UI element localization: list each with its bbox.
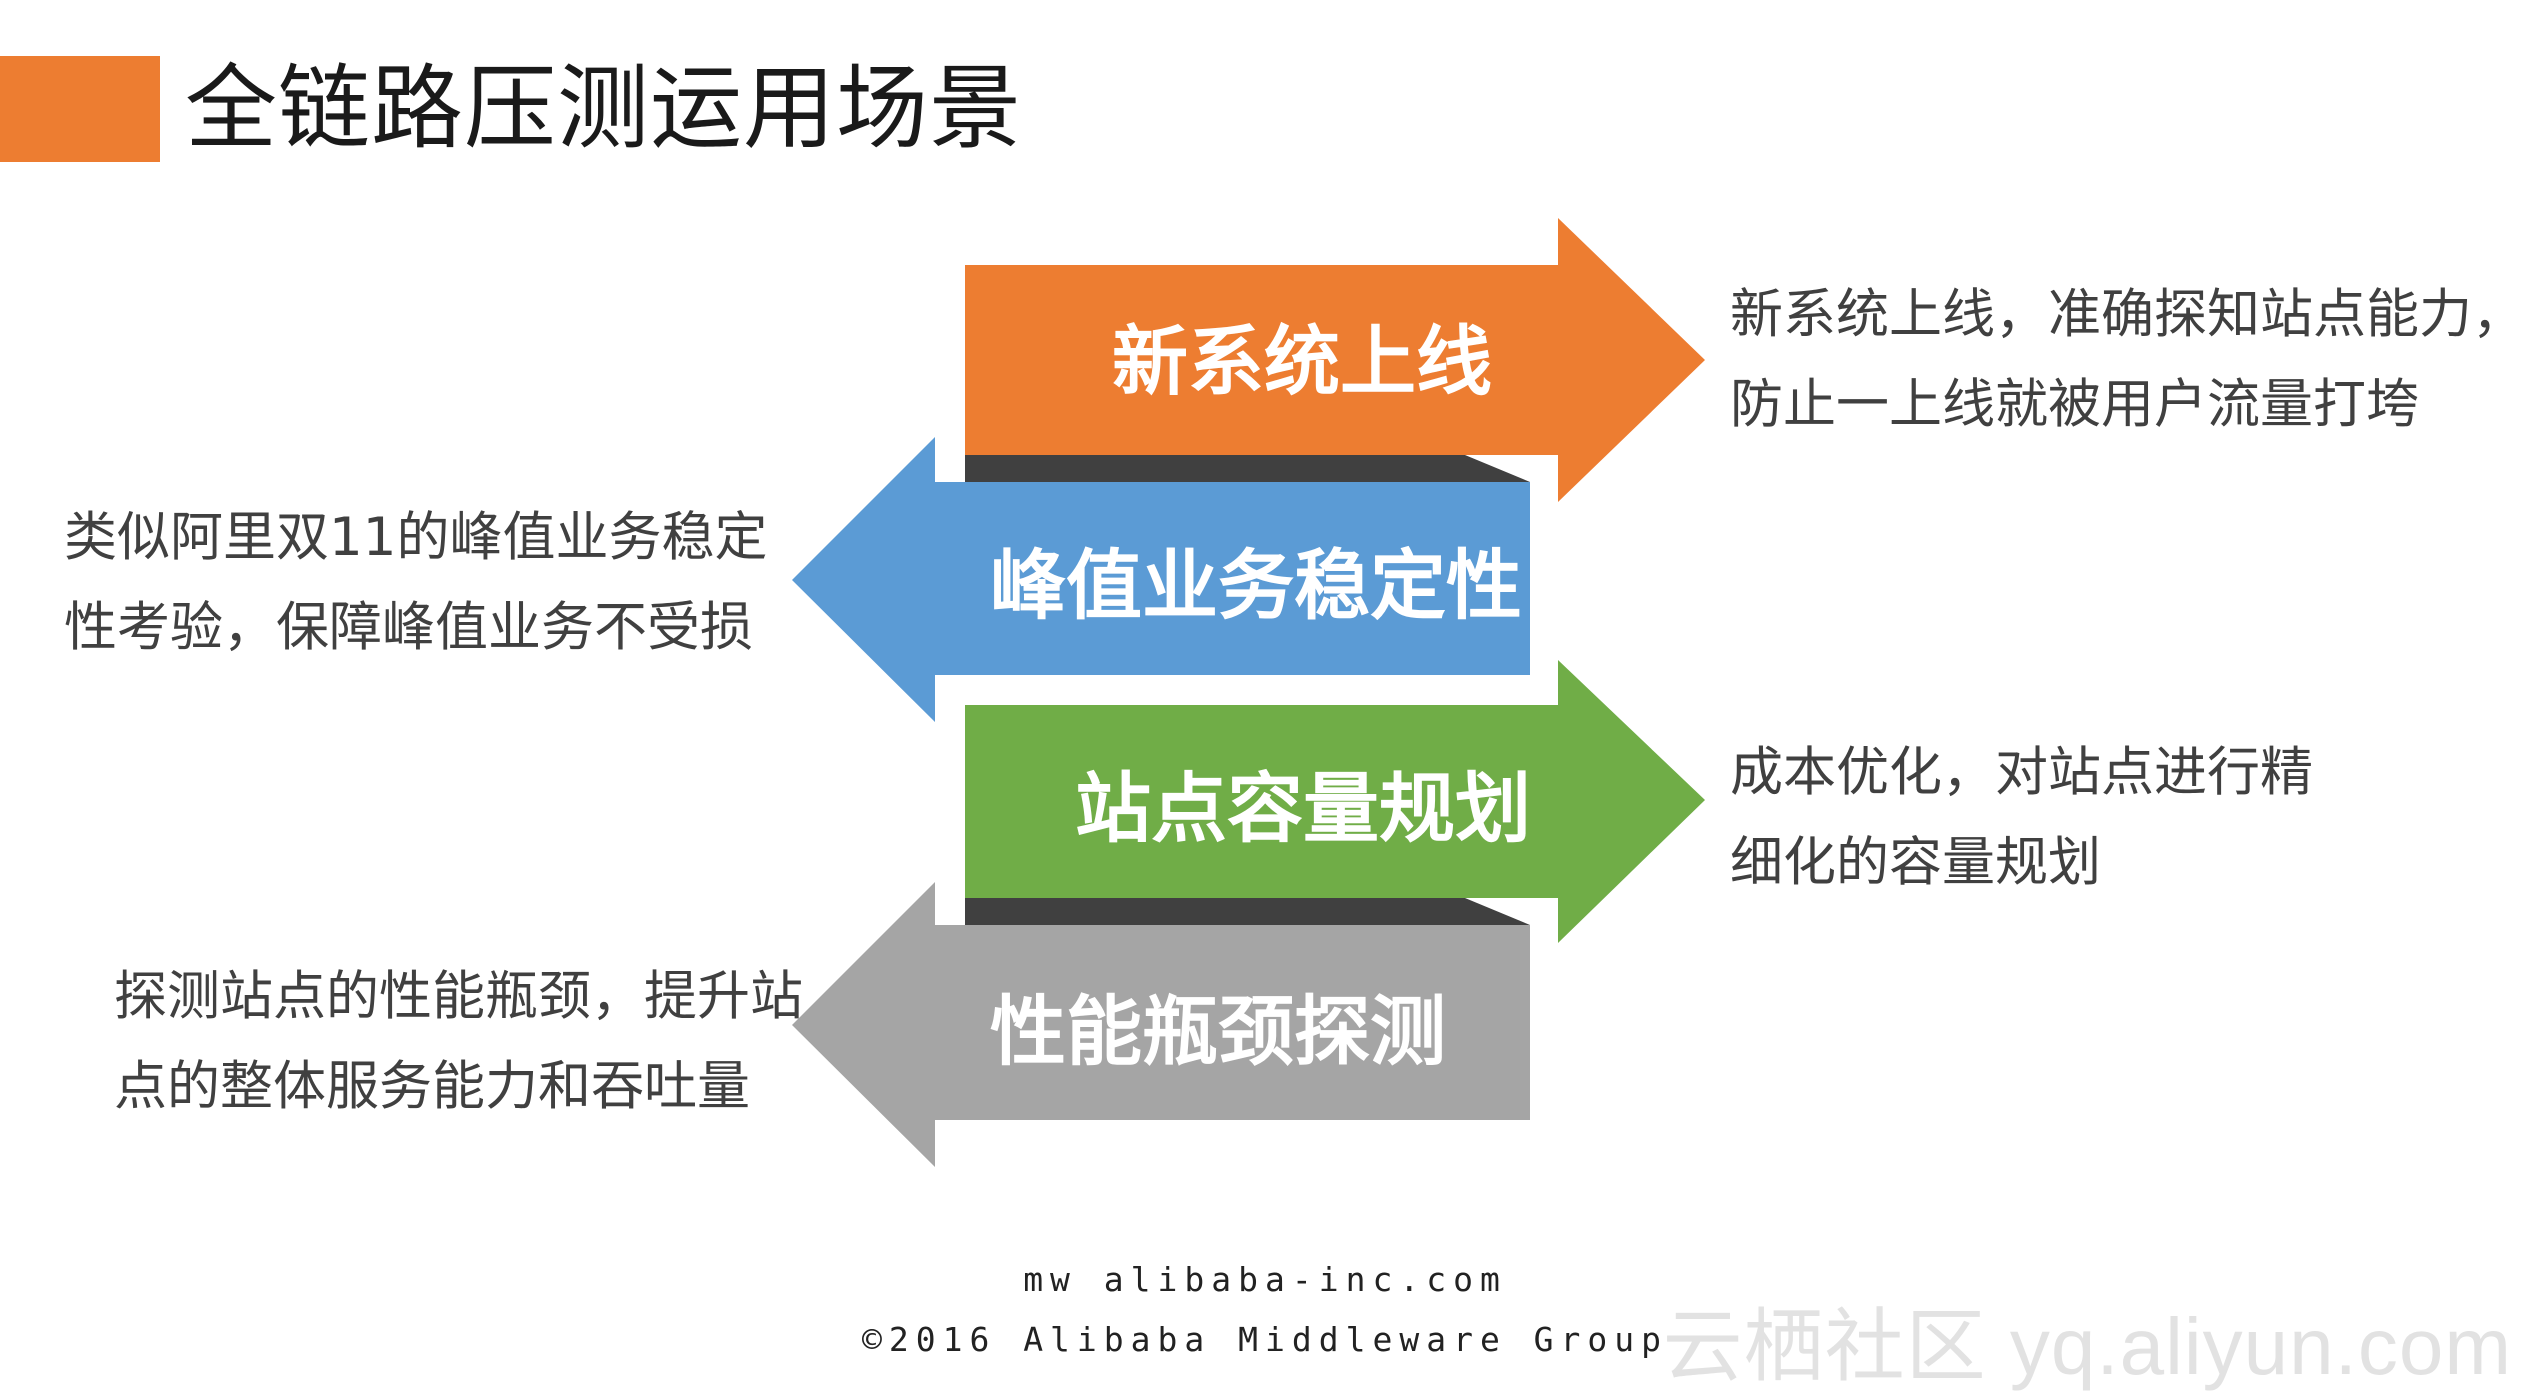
- fold-shadow-1: [965, 455, 1530, 482]
- title-accent-bar: [0, 56, 160, 162]
- desc-line: 成本优化，对站点进行精: [1730, 742, 2313, 803]
- watermark: 云栖社区 yq.aliyun.com: [1662, 1302, 2512, 1391]
- desc-line: 类似阿里双11的峰值业务稳定: [64, 507, 768, 568]
- arrow-peak-stability: [792, 437, 1530, 722]
- desc-line: 新系统上线，准确探知站点能力，: [1730, 284, 2525, 345]
- fold-shadow-2: [965, 898, 1530, 925]
- footer-copyright: ©2016 Alibaba Middleware Group: [861, 1320, 1669, 1359]
- desc-line: 点的整体服务能力和吞吐量: [114, 1056, 750, 1117]
- desc-line: 性考验，保障峰值业务不受损: [64, 597, 753, 658]
- arrow-label-bottleneck-detection: 性能瓶颈探测: [990, 987, 1446, 1076]
- desc-capacity-planning: 成本优化，对站点进行精 细化的容量规划: [1730, 728, 2313, 908]
- desc-line: 细化的容量规划: [1730, 832, 2101, 893]
- desc-line: 探测站点的性能瓶颈，提升站: [114, 966, 803, 1027]
- arrow-label-new-system: 新系统上线: [1112, 317, 1492, 406]
- page-title: 全链路压测运用场景: [185, 55, 1023, 162]
- arrow-capacity-planning: [965, 660, 1705, 943]
- desc-bottleneck-detection: 探测站点的性能瓶颈，提升站 点的整体服务能力和吞吐量: [114, 952, 803, 1132]
- footer-site: mw alibaba-inc.com: [1023, 1260, 1507, 1299]
- desc-peak-stability: 类似阿里双11的峰值业务稳定 性考验，保障峰值业务不受损: [64, 493, 767, 673]
- arrow-new-system: [965, 218, 1705, 502]
- arrow-bottleneck-detection: [792, 882, 1530, 1167]
- arrow-label-capacity-planning: 站点容量规划: [1075, 764, 1531, 853]
- desc-line: 防止一上线就被用户流量打垮: [1730, 374, 2419, 435]
- desc-new-system: 新系统上线，准确探知站点能力， 防止一上线就被用户流量打垮: [1730, 270, 2525, 450]
- arrow-label-peak-stability: 峰值业务稳定性: [990, 541, 1522, 630]
